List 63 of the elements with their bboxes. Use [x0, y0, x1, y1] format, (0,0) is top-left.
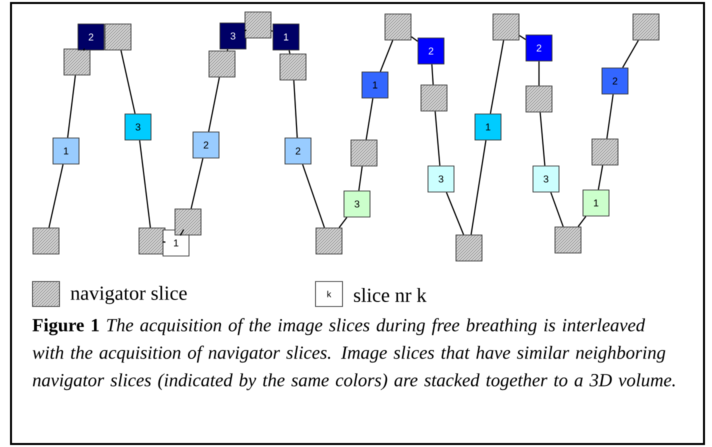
curve-line [226, 49, 228, 51]
curve-line [540, 112, 546, 166]
slice-box: 2 [526, 34, 552, 62]
curve-line [208, 77, 220, 132]
curve-line [139, 140, 151, 228]
curve-line [598, 165, 604, 190]
curve-line [48, 164, 64, 228]
navigator-box [384, 14, 412, 40]
navigator-box [64, 48, 90, 76]
curve-line [380, 40, 394, 72]
curve-line [578, 216, 586, 227]
slice-box: 2 [284, 138, 312, 164]
curve-line [606, 94, 614, 139]
legend-label: slice nr k [354, 288, 427, 302]
curve-line [434, 111, 440, 166]
slice-box: 3 [428, 166, 454, 192]
navigator-box [280, 54, 306, 80]
navigator-box [526, 86, 552, 112]
curve-line [470, 140, 486, 235]
slice-box: 2 [192, 132, 220, 158]
slice-box: 1 [582, 190, 610, 216]
navigator-box [420, 84, 448, 112]
slice-box: 1 [52, 138, 80, 164]
curve-line [550, 192, 564, 227]
curve-line [490, 40, 504, 114]
slice-box: 2 [418, 38, 444, 64]
curve-line [302, 164, 325, 228]
curve-line [190, 158, 204, 209]
slice-box: 3 [344, 190, 370, 218]
navigator-box [632, 14, 660, 40]
curve-line [538, 61, 540, 86]
slice-box: 3 [124, 114, 152, 140]
slice-box: 1 [474, 114, 502, 140]
curve-line [519, 35, 526, 40]
slice-box: 2 [602, 68, 628, 94]
slice-box: 3 [532, 166, 560, 192]
slice-box: 2 [78, 24, 104, 50]
curve-line [338, 217, 348, 228]
curve-line [366, 98, 374, 140]
legend-label: navigator slice [70, 286, 187, 304]
curve-line [67, 75, 76, 138]
navigator-box [492, 14, 520, 40]
navigator-box [350, 140, 378, 166]
navigator-box [244, 12, 272, 38]
curve-line [622, 40, 639, 68]
figure-caption: Figure 1 The acquisition of the image slices during free breathing is interleaved with the acquisition of navigator slices. Image slices that have similar neighboring navigator slices (indicated by the same colors) are stacked together to a 3D volume. [32, 318, 675, 390]
navigator-box [104, 24, 132, 50]
curve-line [358, 166, 363, 191]
curve-line [180, 229, 184, 236]
curve-line [411, 36, 418, 42]
curve-line [431, 64, 434, 85]
curve-line [271, 30, 273, 32]
curve-line [162, 241, 166, 243]
curve-line [446, 192, 464, 235]
curve-line [293, 80, 298, 138]
curve-line [244, 30, 247, 32]
curve-line [82, 48, 86, 51]
slice-box: 3 [220, 22, 246, 50]
slice-box: 1 [272, 24, 300, 50]
curve-line [120, 50, 136, 114]
navigator-box [592, 138, 618, 166]
curve-line [288, 50, 290, 54]
slice-box: 1 [362, 72, 388, 98]
